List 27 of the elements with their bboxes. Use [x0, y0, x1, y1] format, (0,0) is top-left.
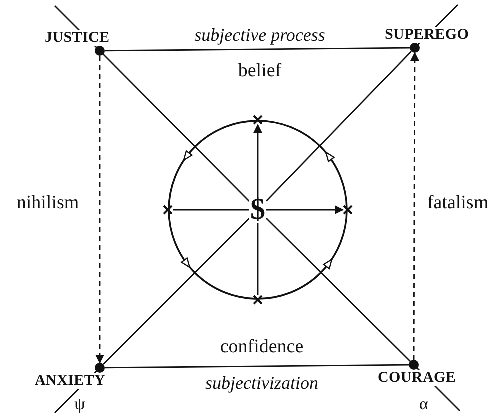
text-label: nihilism — [16, 194, 80, 214]
node-label: JUSTICE — [45, 30, 110, 46]
connector-line — [103, 54, 250, 202]
node-label: SUPEREGO — [385, 27, 470, 43]
connector-line — [173, 209, 250, 211]
cross-mark — [253, 295, 263, 305]
connector-line — [257, 223, 259, 295]
arrow — [266, 206, 344, 214]
text-label: confidence — [220, 338, 304, 358]
text-label: ψ — [74, 396, 86, 414]
node-label: ANXIETY — [35, 373, 106, 389]
connector-line — [105, 47, 410, 52]
dashed-arrow — [410, 52, 420, 360]
connector-line — [103, 218, 250, 365]
connector-line — [266, 218, 411, 362]
connector-line — [266, 51, 412, 202]
subject-symbol: $ — [250, 197, 266, 223]
cross-mark — [163, 205, 173, 215]
text-label: belief — [238, 62, 282, 82]
text-label: α — [420, 396, 428, 414]
connector-line — [105, 364, 409, 369]
cross-mark — [253, 115, 263, 125]
node-label: COURAGE — [378, 370, 456, 386]
cross-mark — [343, 205, 353, 215]
dashed-arrow — [96, 56, 104, 364]
arrow — [254, 124, 262, 197]
text-label: fatalism — [427, 194, 489, 214]
